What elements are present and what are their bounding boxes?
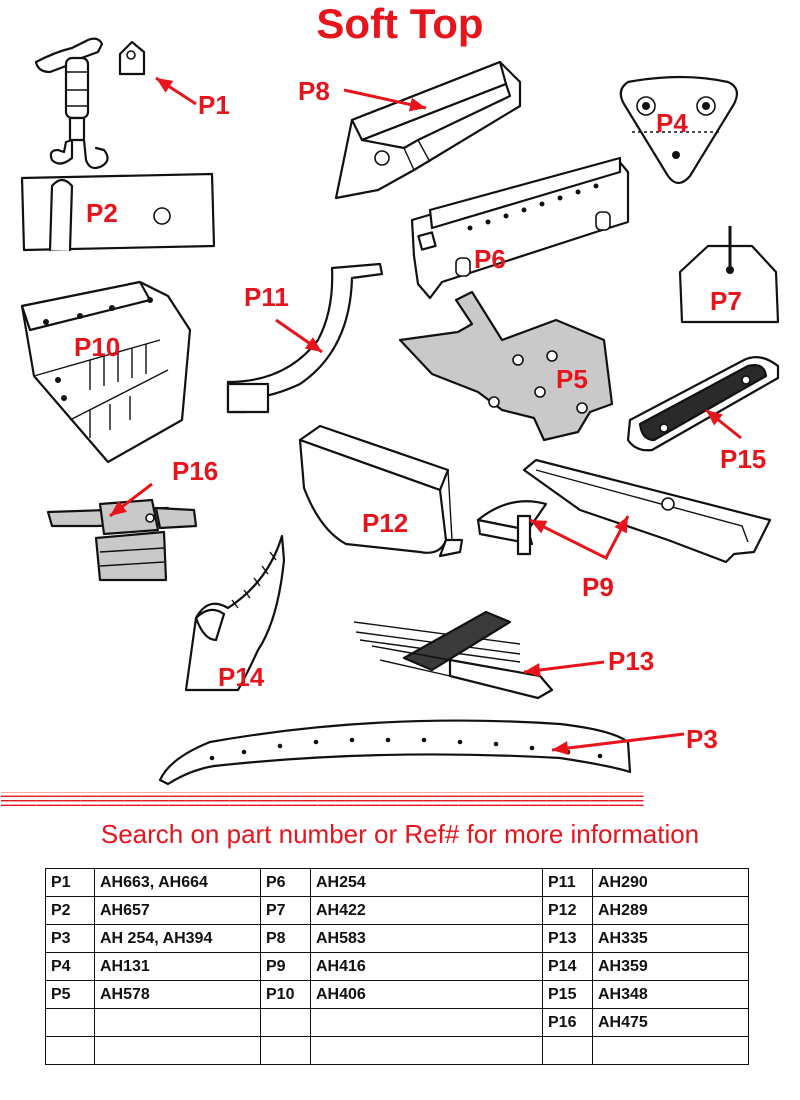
label-p3: P3 bbox=[686, 724, 718, 754]
ref-cell: P11 bbox=[542, 868, 593, 897]
ref-cell: P15 bbox=[542, 980, 593, 1009]
ref-cell: P1 bbox=[45, 868, 95, 897]
arrow-p13-head bbox=[524, 663, 541, 677]
ref-cell: P16 bbox=[542, 1008, 593, 1037]
ref-cell: P13 bbox=[542, 924, 593, 953]
ref-cell: P6 bbox=[260, 868, 311, 897]
part-p11-strap bbox=[226, 262, 384, 414]
table-row bbox=[45, 1036, 749, 1065]
part-p10-pan bbox=[20, 280, 192, 464]
part-p13-rail bbox=[353, 610, 554, 700]
part-number-cell[interactable]: AH663, AH664 bbox=[94, 868, 261, 897]
ref-cell: P12 bbox=[542, 896, 593, 925]
part-p1-clamp bbox=[34, 37, 146, 170]
arrow-p3-head bbox=[552, 741, 569, 756]
label-p14: P14 bbox=[218, 662, 265, 692]
part-number-cell bbox=[94, 1008, 261, 1037]
label-p9: P9 bbox=[582, 572, 614, 602]
search-note: Search on part number or Ref# for more i… bbox=[100, 819, 700, 849]
ref-cell: P9 bbox=[260, 952, 311, 981]
ref-cell bbox=[542, 1036, 593, 1065]
part-number-cell[interactable]: AH289 bbox=[592, 896, 749, 925]
part-number-cell[interactable]: AH416 bbox=[310, 952, 543, 981]
divider-line: ========================================… bbox=[0, 792, 800, 814]
label-p7: P7 bbox=[710, 286, 742, 316]
page-title: Soft Top bbox=[316, 0, 484, 47]
part-p8-channel bbox=[334, 60, 522, 200]
part-p15-plate bbox=[626, 355, 780, 452]
label-p15: P15 bbox=[720, 444, 766, 474]
part-p9-wedge bbox=[476, 458, 772, 564]
arrow-p9-b-head bbox=[614, 516, 628, 534]
arrow-p1-head bbox=[156, 78, 174, 93]
part-number-cell[interactable]: AH422 bbox=[310, 896, 543, 925]
arrow-p15-head bbox=[706, 410, 723, 426]
ref-cell: P2 bbox=[45, 896, 95, 925]
ref-cell: P3 bbox=[45, 924, 95, 953]
part-number-cell[interactable]: AH254 bbox=[310, 868, 543, 897]
part-p6-rail bbox=[410, 156, 630, 300]
ref-cell: P10 bbox=[260, 980, 311, 1009]
part-number-cell[interactable]: AH335 bbox=[592, 924, 749, 953]
label-p11: P11 bbox=[244, 282, 289, 312]
ref-cell: P14 bbox=[542, 952, 593, 981]
label-p12: P12 bbox=[362, 508, 408, 538]
part-number-cell[interactable]: AH290 bbox=[592, 868, 749, 897]
label-p1: P1 bbox=[198, 90, 230, 120]
part-number-cell[interactable]: AH131 bbox=[94, 952, 261, 981]
part-number-cell[interactable]: AH406 bbox=[310, 980, 543, 1009]
ref-cell: P7 bbox=[260, 896, 311, 925]
label-p8: P8 bbox=[298, 76, 330, 106]
label-p13: P13 bbox=[608, 646, 654, 676]
part-p5-bracket bbox=[398, 290, 614, 442]
ref-cell: P4 bbox=[45, 952, 95, 981]
part-number-cell[interactable]: AH475 bbox=[592, 1008, 749, 1037]
part-p4-triangle bbox=[619, 75, 739, 185]
part-number-cell[interactable]: AH583 bbox=[310, 924, 543, 953]
label-p5: P5 bbox=[556, 364, 588, 394]
ref-cell: P8 bbox=[260, 924, 311, 953]
part-number-cell[interactable]: AH657 bbox=[94, 896, 261, 925]
label-p10: P10 bbox=[74, 332, 120, 362]
part-number-cell[interactable]: AH 254, AH394 bbox=[94, 924, 261, 953]
part-p12-box bbox=[298, 424, 464, 558]
ref-cell bbox=[45, 1036, 95, 1065]
arrow-p8-head bbox=[408, 97, 426, 112]
divider-row-bottom: ========================================… bbox=[0, 795, 645, 814]
label-p4: P4 bbox=[656, 108, 688, 138]
ref-cell: P5 bbox=[45, 980, 95, 1009]
label-p16: P16 bbox=[172, 456, 218, 486]
label-p2: P2 bbox=[86, 198, 118, 228]
part-number-cell bbox=[94, 1036, 261, 1065]
arrow-p3 bbox=[551, 732, 685, 752]
arrow-p16-head bbox=[110, 500, 127, 516]
part-number-cell[interactable]: AH359 bbox=[592, 952, 749, 981]
ref-cell bbox=[260, 1008, 311, 1037]
part-number-cell[interactable]: AH348 bbox=[592, 980, 749, 1009]
part-number-cell[interactable]: AH578 bbox=[94, 980, 261, 1009]
ref-cell bbox=[260, 1036, 311, 1065]
part-p14-profile bbox=[184, 534, 286, 692]
arrow-p9-a-head bbox=[530, 520, 548, 534]
part-number-cell bbox=[592, 1036, 749, 1065]
part-p3-rail bbox=[158, 719, 632, 786]
arrow-p11-head bbox=[304, 337, 322, 352]
part-number-cell bbox=[310, 1008, 543, 1037]
ref-cell bbox=[45, 1008, 95, 1037]
part-p16-hinge bbox=[46, 498, 198, 582]
part-p7-bracket bbox=[678, 226, 780, 324]
part-number-cell bbox=[310, 1036, 543, 1065]
label-p6: P6 bbox=[474, 244, 506, 274]
parts-diagram: P1 P2 P3 P4 P5 P6 P7 P8 P9 P10 P11 P12 P… bbox=[20, 37, 780, 786]
part-p2-plate bbox=[20, 172, 216, 252]
